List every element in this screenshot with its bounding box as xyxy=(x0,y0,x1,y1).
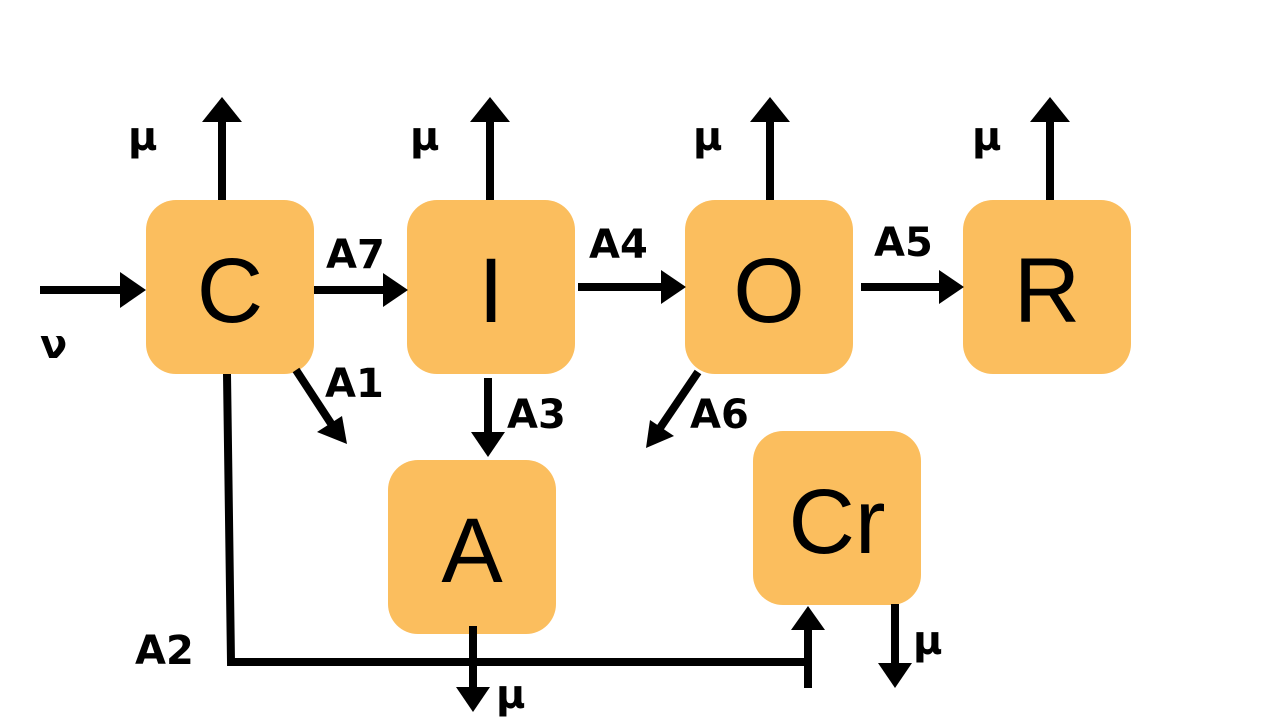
mu-arrow-a xyxy=(456,626,490,712)
mu-label-r: μ xyxy=(972,114,1001,160)
arrow-a1 xyxy=(292,367,347,444)
mu-arrow-i xyxy=(470,97,510,200)
arrow-a4 xyxy=(578,270,686,304)
inflow-label-nu: ν xyxy=(40,322,67,368)
arrow-a3 xyxy=(471,378,505,457)
mu-label-cr: μ xyxy=(913,618,942,664)
edge-label-a5: A5 xyxy=(874,220,933,266)
arrow-a7 xyxy=(314,273,408,307)
mu-label-c: μ xyxy=(128,114,157,160)
node-i-label: I xyxy=(478,240,504,342)
edge-label-a4: A4 xyxy=(589,222,648,268)
node-i: I xyxy=(407,200,575,374)
mu-arrow-c xyxy=(202,97,242,200)
node-cr: Cr xyxy=(753,431,921,605)
node-a-label: A xyxy=(441,500,503,602)
inflow-arrow-nu xyxy=(40,272,146,308)
mu-label-o: μ xyxy=(693,114,722,160)
edge-label-a6: A6 xyxy=(690,392,749,438)
node-c: C xyxy=(146,200,314,374)
arrow-a6 xyxy=(646,369,702,448)
arrow-a2 xyxy=(223,373,825,688)
arrow-a5 xyxy=(861,270,964,304)
edge-label-a1: A1 xyxy=(325,361,384,407)
mu-label-a: μ xyxy=(496,672,525,718)
node-cr-label: Cr xyxy=(788,471,885,573)
node-a: A xyxy=(388,460,556,634)
mu-arrow-o xyxy=(750,97,790,200)
edge-label-a3: A3 xyxy=(507,392,566,438)
node-c-label: C xyxy=(197,240,263,342)
edge-label-a7: A7 xyxy=(326,232,385,278)
node-o-label: O xyxy=(733,240,805,342)
node-r: R xyxy=(963,200,1131,374)
mu-arrow-cr xyxy=(878,604,912,688)
node-o: O xyxy=(685,200,853,374)
mu-arrow-r xyxy=(1030,97,1070,200)
mu-label-i: μ xyxy=(410,114,439,160)
node-r-label: R xyxy=(1014,240,1080,342)
edge-label-a2: A2 xyxy=(135,628,194,674)
